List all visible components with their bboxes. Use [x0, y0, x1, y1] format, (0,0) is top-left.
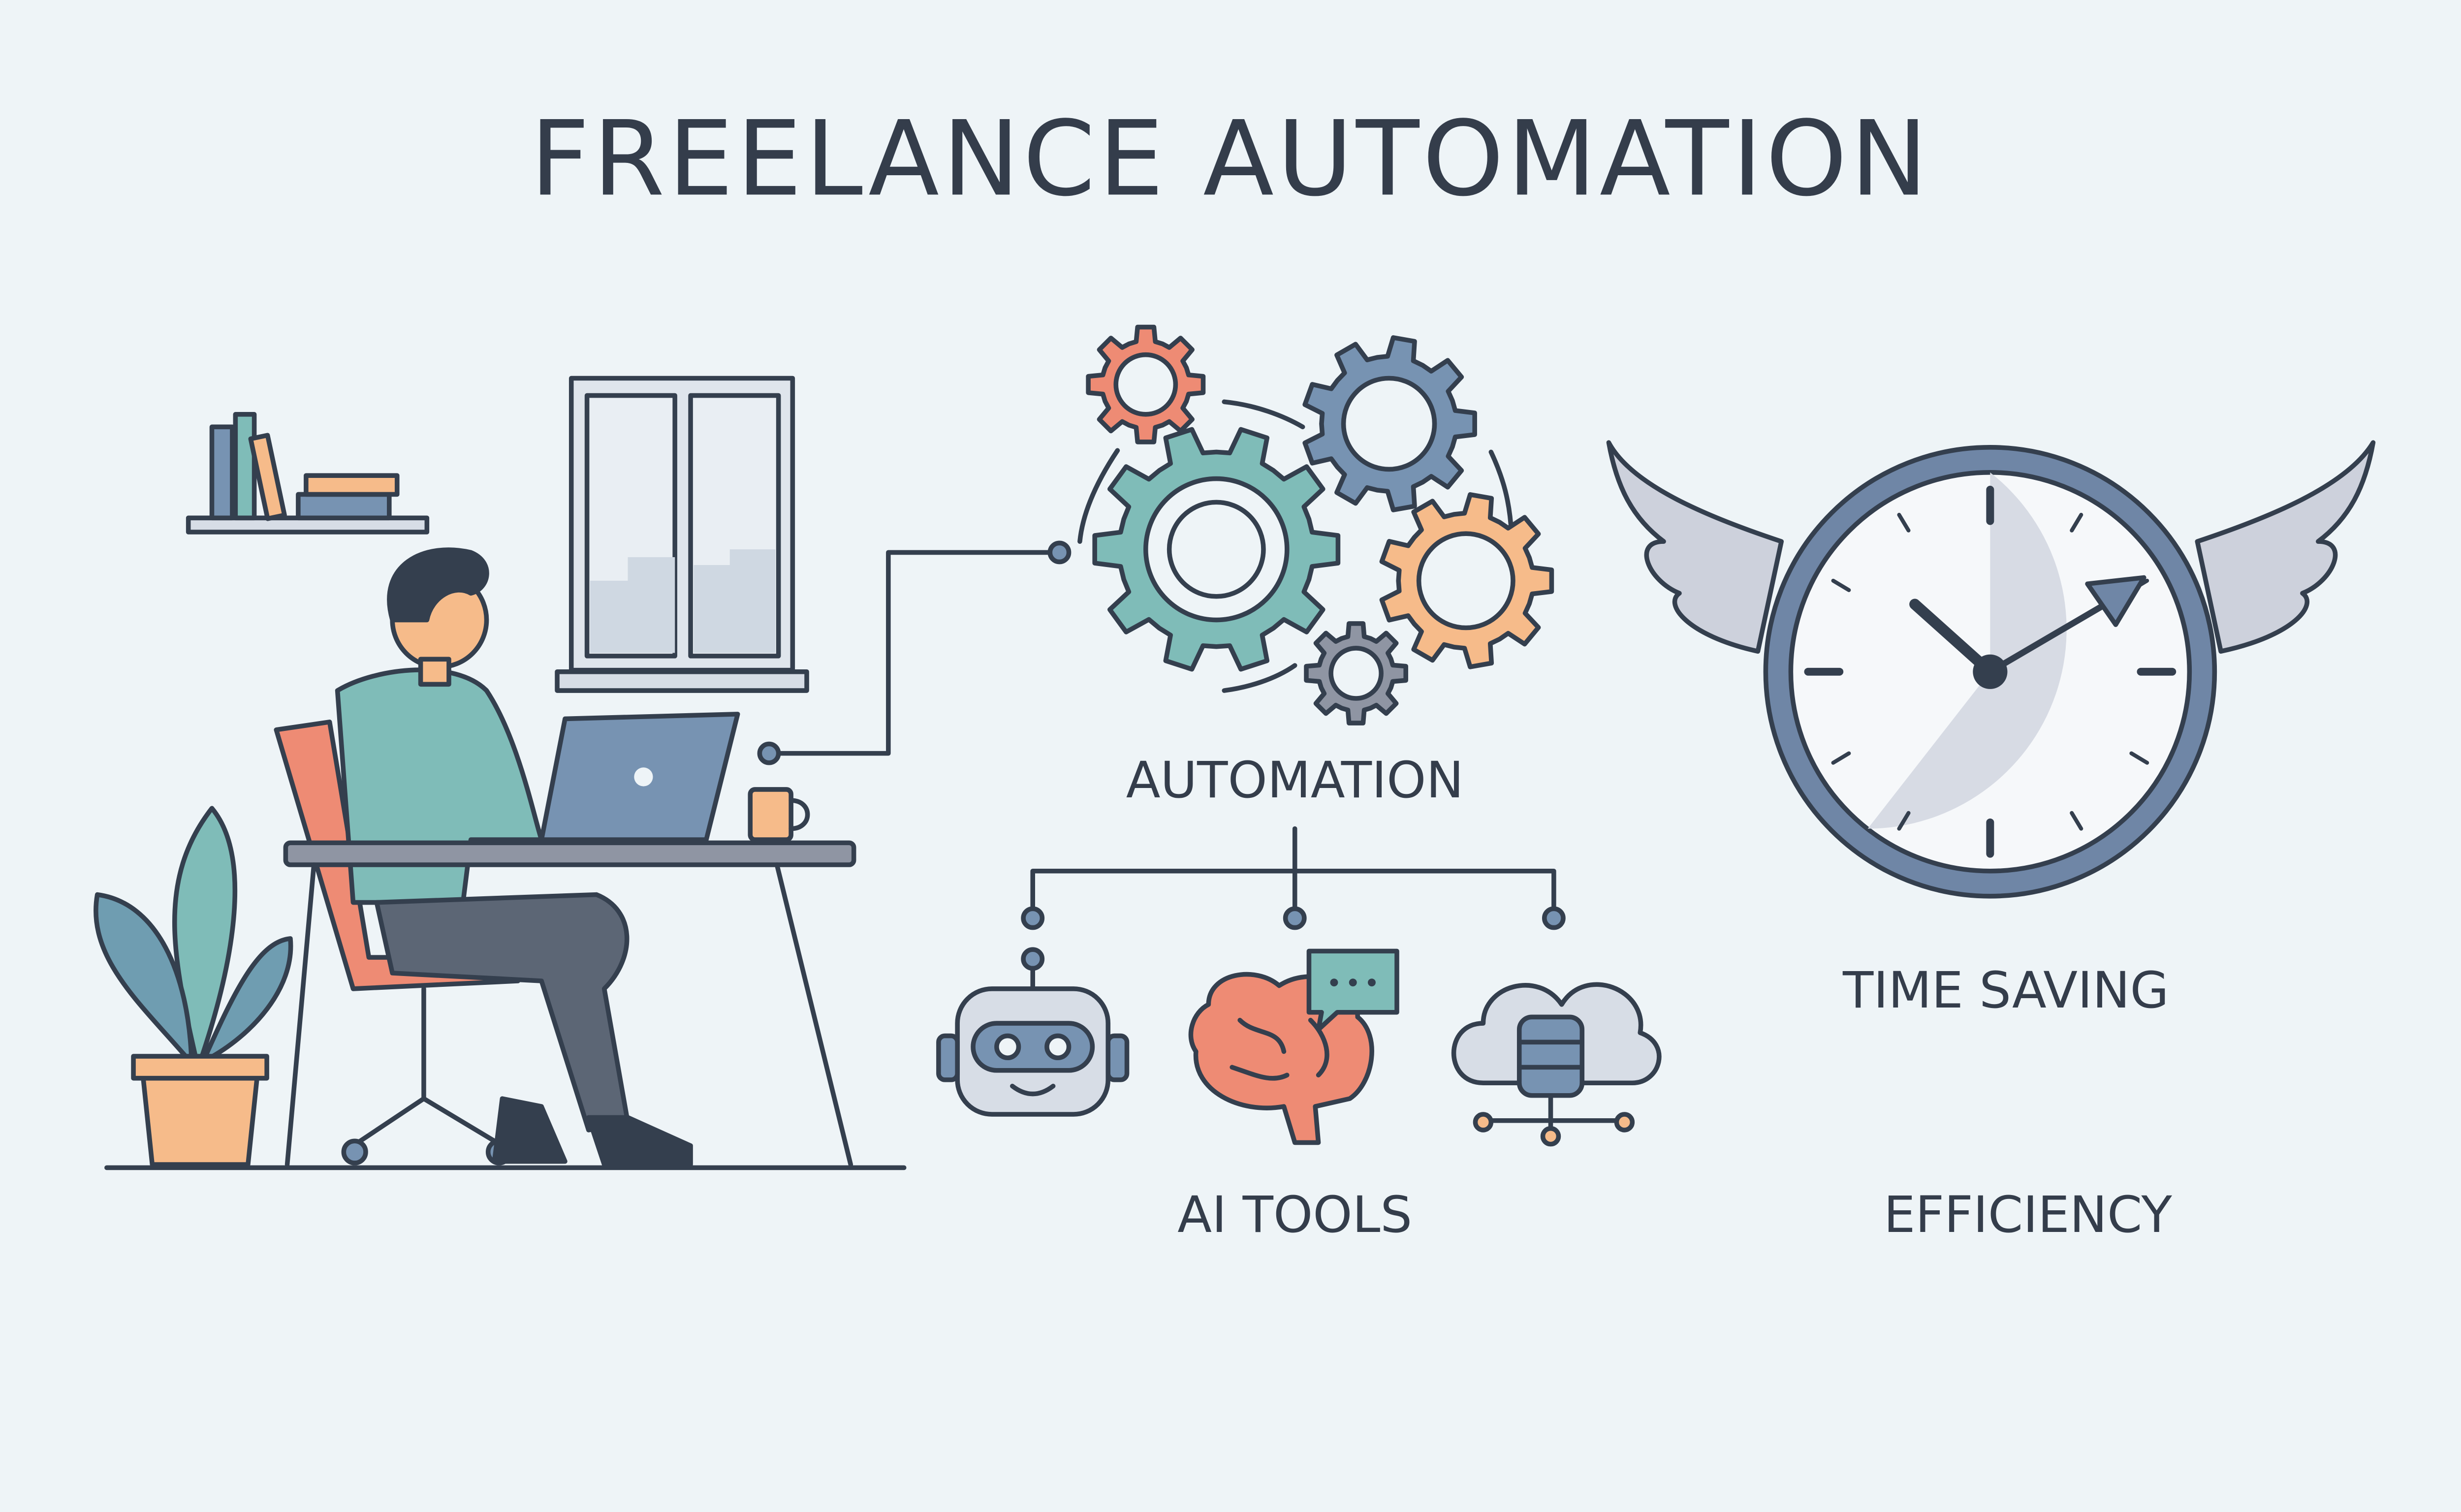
gear-blue-icon: [1302, 335, 1477, 512]
ai-tools-label: AI TOOLS: [1177, 1186, 1412, 1244]
robot-icon: [936, 947, 1130, 1117]
gear-gray-icon: [1304, 621, 1408, 725]
winged-clock-icon: [1606, 440, 2376, 899]
gear-orange-icon: [1379, 492, 1554, 669]
gear-hole: [1341, 376, 1437, 472]
efficiency-label: EFFICIENCY: [1884, 1186, 2173, 1244]
coffee-mug-icon: [748, 787, 810, 842]
illustration: FREELANCE AUTOMATION: [94, 98, 2376, 1245]
automation-label: AUTOMATION: [1126, 751, 1464, 810]
page-title: FREELANCE AUTOMATION: [530, 98, 1931, 219]
gear-coral-icon: [1086, 324, 1206, 444]
freelancer-at-laptop-icon: [104, 547, 907, 1170]
window-icon: [555, 376, 809, 693]
gear-teal-icon: [1092, 427, 1341, 672]
gear-hole: [1328, 646, 1384, 701]
cloud-database-icon: [1451, 982, 1662, 1147]
gear-hole: [1113, 352, 1178, 417]
gears-icon: [1086, 324, 1554, 725]
brain-with-chat-icon: [1188, 948, 1399, 1145]
gear-hole: [1416, 531, 1515, 630]
potted-plant-icon: [94, 806, 293, 1167]
time-saving-label: TIME SAVING: [1842, 961, 2169, 1020]
gear-hole: [1167, 500, 1266, 599]
bookshelf-icon: [186, 412, 430, 535]
connector-lines: [757, 399, 1566, 930]
